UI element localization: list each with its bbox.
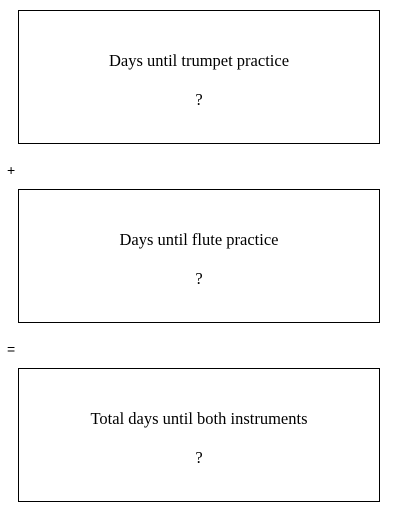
total-days-box: Total days until both instruments ? <box>18 368 380 502</box>
equals-operator: = <box>7 341 16 357</box>
trumpet-days-label: Days until trumpet practice <box>108 51 290 70</box>
plus-operator: + <box>7 162 16 178</box>
flute-days-box: Days until flute practice ? <box>18 189 380 323</box>
total-days-value: ? <box>195 448 203 467</box>
total-days-label: Total days until both instruments <box>90 409 308 428</box>
flute-days-label: Days until flute practice <box>119 230 279 249</box>
trumpet-days-value: ? <box>195 90 203 109</box>
trumpet-days-box: Days until trumpet practice ? <box>18 10 380 144</box>
flute-days-value: ? <box>195 269 203 288</box>
